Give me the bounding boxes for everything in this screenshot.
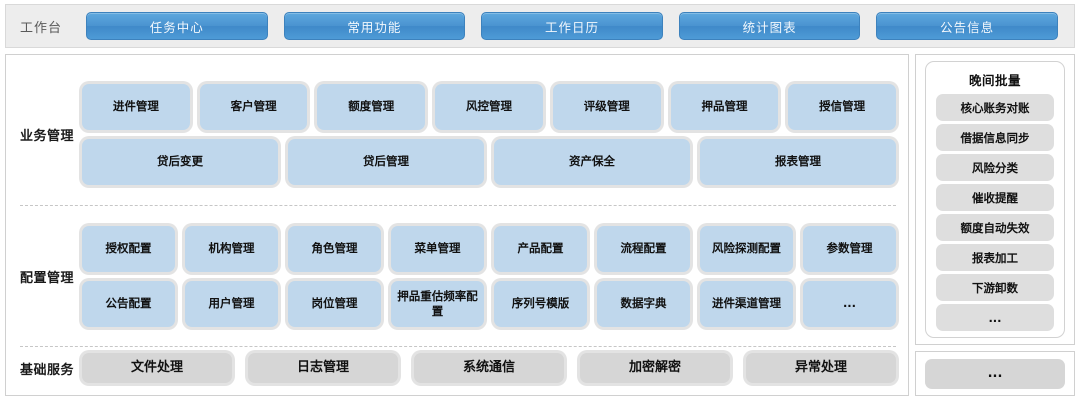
module-risk-control-management[interactable]: 风控管理 <box>435 83 543 130</box>
section-label-base: 基础服务 <box>20 362 75 378</box>
right-column: 晚间批量 核心账务对账 借据信息同步 风险分类 催收提醒 额度自动失效 报表加工… <box>915 54 1075 396</box>
module-serial-number-template[interactable]: 序列号模版 <box>494 280 587 327</box>
tab-common-functions[interactable]: 常用功能 <box>283 12 466 40</box>
workbench-label: 工作台 <box>20 20 63 36</box>
batch-more[interactable]: ... <box>936 304 1054 331</box>
batch-collection-reminder[interactable]: 催收提醒 <box>936 184 1054 211</box>
business-row-1: 进件管理 客户管理 额度管理 风控管理 评级管理 押品管理 授信管理 <box>82 83 897 130</box>
batch-downstream-data-unload[interactable]: 下游卸数 <box>936 274 1054 301</box>
section-config-management: 配置管理 授权配置 机构管理 角色管理 菜单管理 产品配置 流程配置 风险探测配… <box>6 206 898 346</box>
module-config-more[interactable]: ... <box>803 280 896 327</box>
service-base-more[interactable]: ... <box>925 358 1065 389</box>
module-post-loan-change[interactable]: 贷后变更 <box>82 138 278 185</box>
tab-work-calendar[interactable]: 工作日历 <box>481 12 663 40</box>
batch-loan-receipt-info-sync[interactable]: 借据信息同步 <box>936 124 1054 151</box>
module-risk-detection-config[interactable]: 风险探测配置 <box>700 225 793 272</box>
tab-statistics-charts[interactable]: 统计图表 <box>678 12 861 40</box>
business-row-2: 贷后变更 贷后管理 资产保全 报表管理 <box>82 138 896 185</box>
tab-announcements[interactable]: 公告信息 <box>876 12 1058 40</box>
module-rating-management[interactable]: 评级管理 <box>552 83 661 130</box>
module-data-dictionary[interactable]: 数据字典 <box>597 280 690 327</box>
night-batch-box: 晚间批量 核心账务对账 借据信息同步 风险分类 催收提醒 额度自动失效 报表加工… <box>925 61 1065 338</box>
module-organization-management[interactable]: 机构管理 <box>185 225 278 272</box>
module-parameter-management[interactable]: 参数管理 <box>803 225 896 272</box>
section-divider-2 <box>20 346 896 347</box>
module-position-management[interactable]: 岗位管理 <box>288 280 381 327</box>
section-divider-1 <box>20 205 896 206</box>
module-collateral-revaluation-frequency-config[interactable]: 押品重估频率配置 <box>391 280 484 327</box>
module-asset-preservation[interactable]: 资产保全 <box>494 138 690 185</box>
module-incoming-channel-management[interactable]: 进件渠道管理 <box>700 280 793 327</box>
service-exception-handling[interactable]: 异常处理 <box>746 353 896 383</box>
batch-risk-classification[interactable]: 风险分类 <box>936 154 1054 181</box>
module-incoming-management[interactable]: 进件管理 <box>82 83 190 130</box>
base-services-more-panel: ... <box>915 351 1075 396</box>
batch-report-processing[interactable]: 报表加工 <box>936 244 1054 271</box>
module-customer-management[interactable]: 客户管理 <box>199 83 308 130</box>
module-product-config[interactable]: 产品配置 <box>494 225 587 272</box>
section-business-management: 业务管理 进件管理 客户管理 额度管理 风控管理 评级管理 押品管理 授信管理 … <box>6 63 898 205</box>
module-quota-management[interactable]: 额度管理 <box>317 83 426 130</box>
config-rows: 授权配置 机构管理 角色管理 菜单管理 产品配置 流程配置 风险探测配置 参数管… <box>82 225 898 327</box>
night-batch-panel: 晚间批量 核心账务对账 借据信息同步 风险分类 催收提醒 额度自动失效 报表加工… <box>915 54 1075 345</box>
module-collateral-management[interactable]: 押品管理 <box>670 83 779 130</box>
business-rows: 进件管理 客户管理 额度管理 风控管理 评级管理 押品管理 授信管理 贷后变更 … <box>82 83 898 185</box>
service-system-communication[interactable]: 系统通信 <box>414 353 564 383</box>
night-batch-title: 晚间批量 <box>968 73 1021 88</box>
module-post-loan-management[interactable]: 贷后管理 <box>288 138 484 185</box>
service-encryption-decryption[interactable]: 加密解密 <box>580 353 730 383</box>
module-authorization-config[interactable]: 授权配置 <box>82 225 175 272</box>
tab-task-center[interactable]: 任务中心 <box>86 12 268 40</box>
service-log-management[interactable]: 日志管理 <box>248 353 398 383</box>
top-tab-group: 任务中心 常用功能 工作日历 统计图表 公告信息 <box>86 12 1058 40</box>
base-row-1: 文件处理 日志管理 系统通信 加密解密 异常处理 <box>82 353 896 383</box>
top-navigation-bar: 工作台 任务中心 常用功能 工作日历 统计图表 公告信息 <box>5 4 1075 48</box>
config-row-1: 授权配置 机构管理 角色管理 菜单管理 产品配置 流程配置 风险探测配置 参数管… <box>82 225 896 272</box>
config-row-2: 公告配置 用户管理 岗位管理 押品重估频率配置 序列号模版 数据字典 进件渠道管… <box>82 280 896 327</box>
module-process-config[interactable]: 流程配置 <box>597 225 690 272</box>
main-body: 业务管理 进件管理 客户管理 额度管理 风控管理 评级管理 押品管理 授信管理 … <box>5 54 1075 396</box>
modules-panel: 业务管理 进件管理 客户管理 额度管理 风控管理 评级管理 押品管理 授信管理 … <box>5 54 909 396</box>
module-user-management[interactable]: 用户管理 <box>185 280 278 327</box>
service-file-processing[interactable]: 文件处理 <box>82 353 232 383</box>
module-credit-management[interactable]: 授信管理 <box>788 83 897 130</box>
module-menu-management[interactable]: 菜单管理 <box>391 225 484 272</box>
module-role-management[interactable]: 角色管理 <box>288 225 381 272</box>
section-base-services: 基础服务 文件处理 日志管理 系统通信 加密解密 异常处理 <box>6 347 898 389</box>
section-label-config: 配置管理 <box>20 270 75 286</box>
batch-core-account-reconciliation[interactable]: 核心账务对账 <box>936 94 1054 121</box>
base-rows: 文件处理 日志管理 系统通信 加密解密 异常处理 <box>82 353 898 383</box>
module-report-management[interactable]: 报表管理 <box>700 138 896 185</box>
section-label-business: 业务管理 <box>20 128 75 144</box>
batch-quota-auto-expire[interactable]: 额度自动失效 <box>936 214 1054 241</box>
module-announcement-config[interactable]: 公告配置 <box>82 280 175 327</box>
